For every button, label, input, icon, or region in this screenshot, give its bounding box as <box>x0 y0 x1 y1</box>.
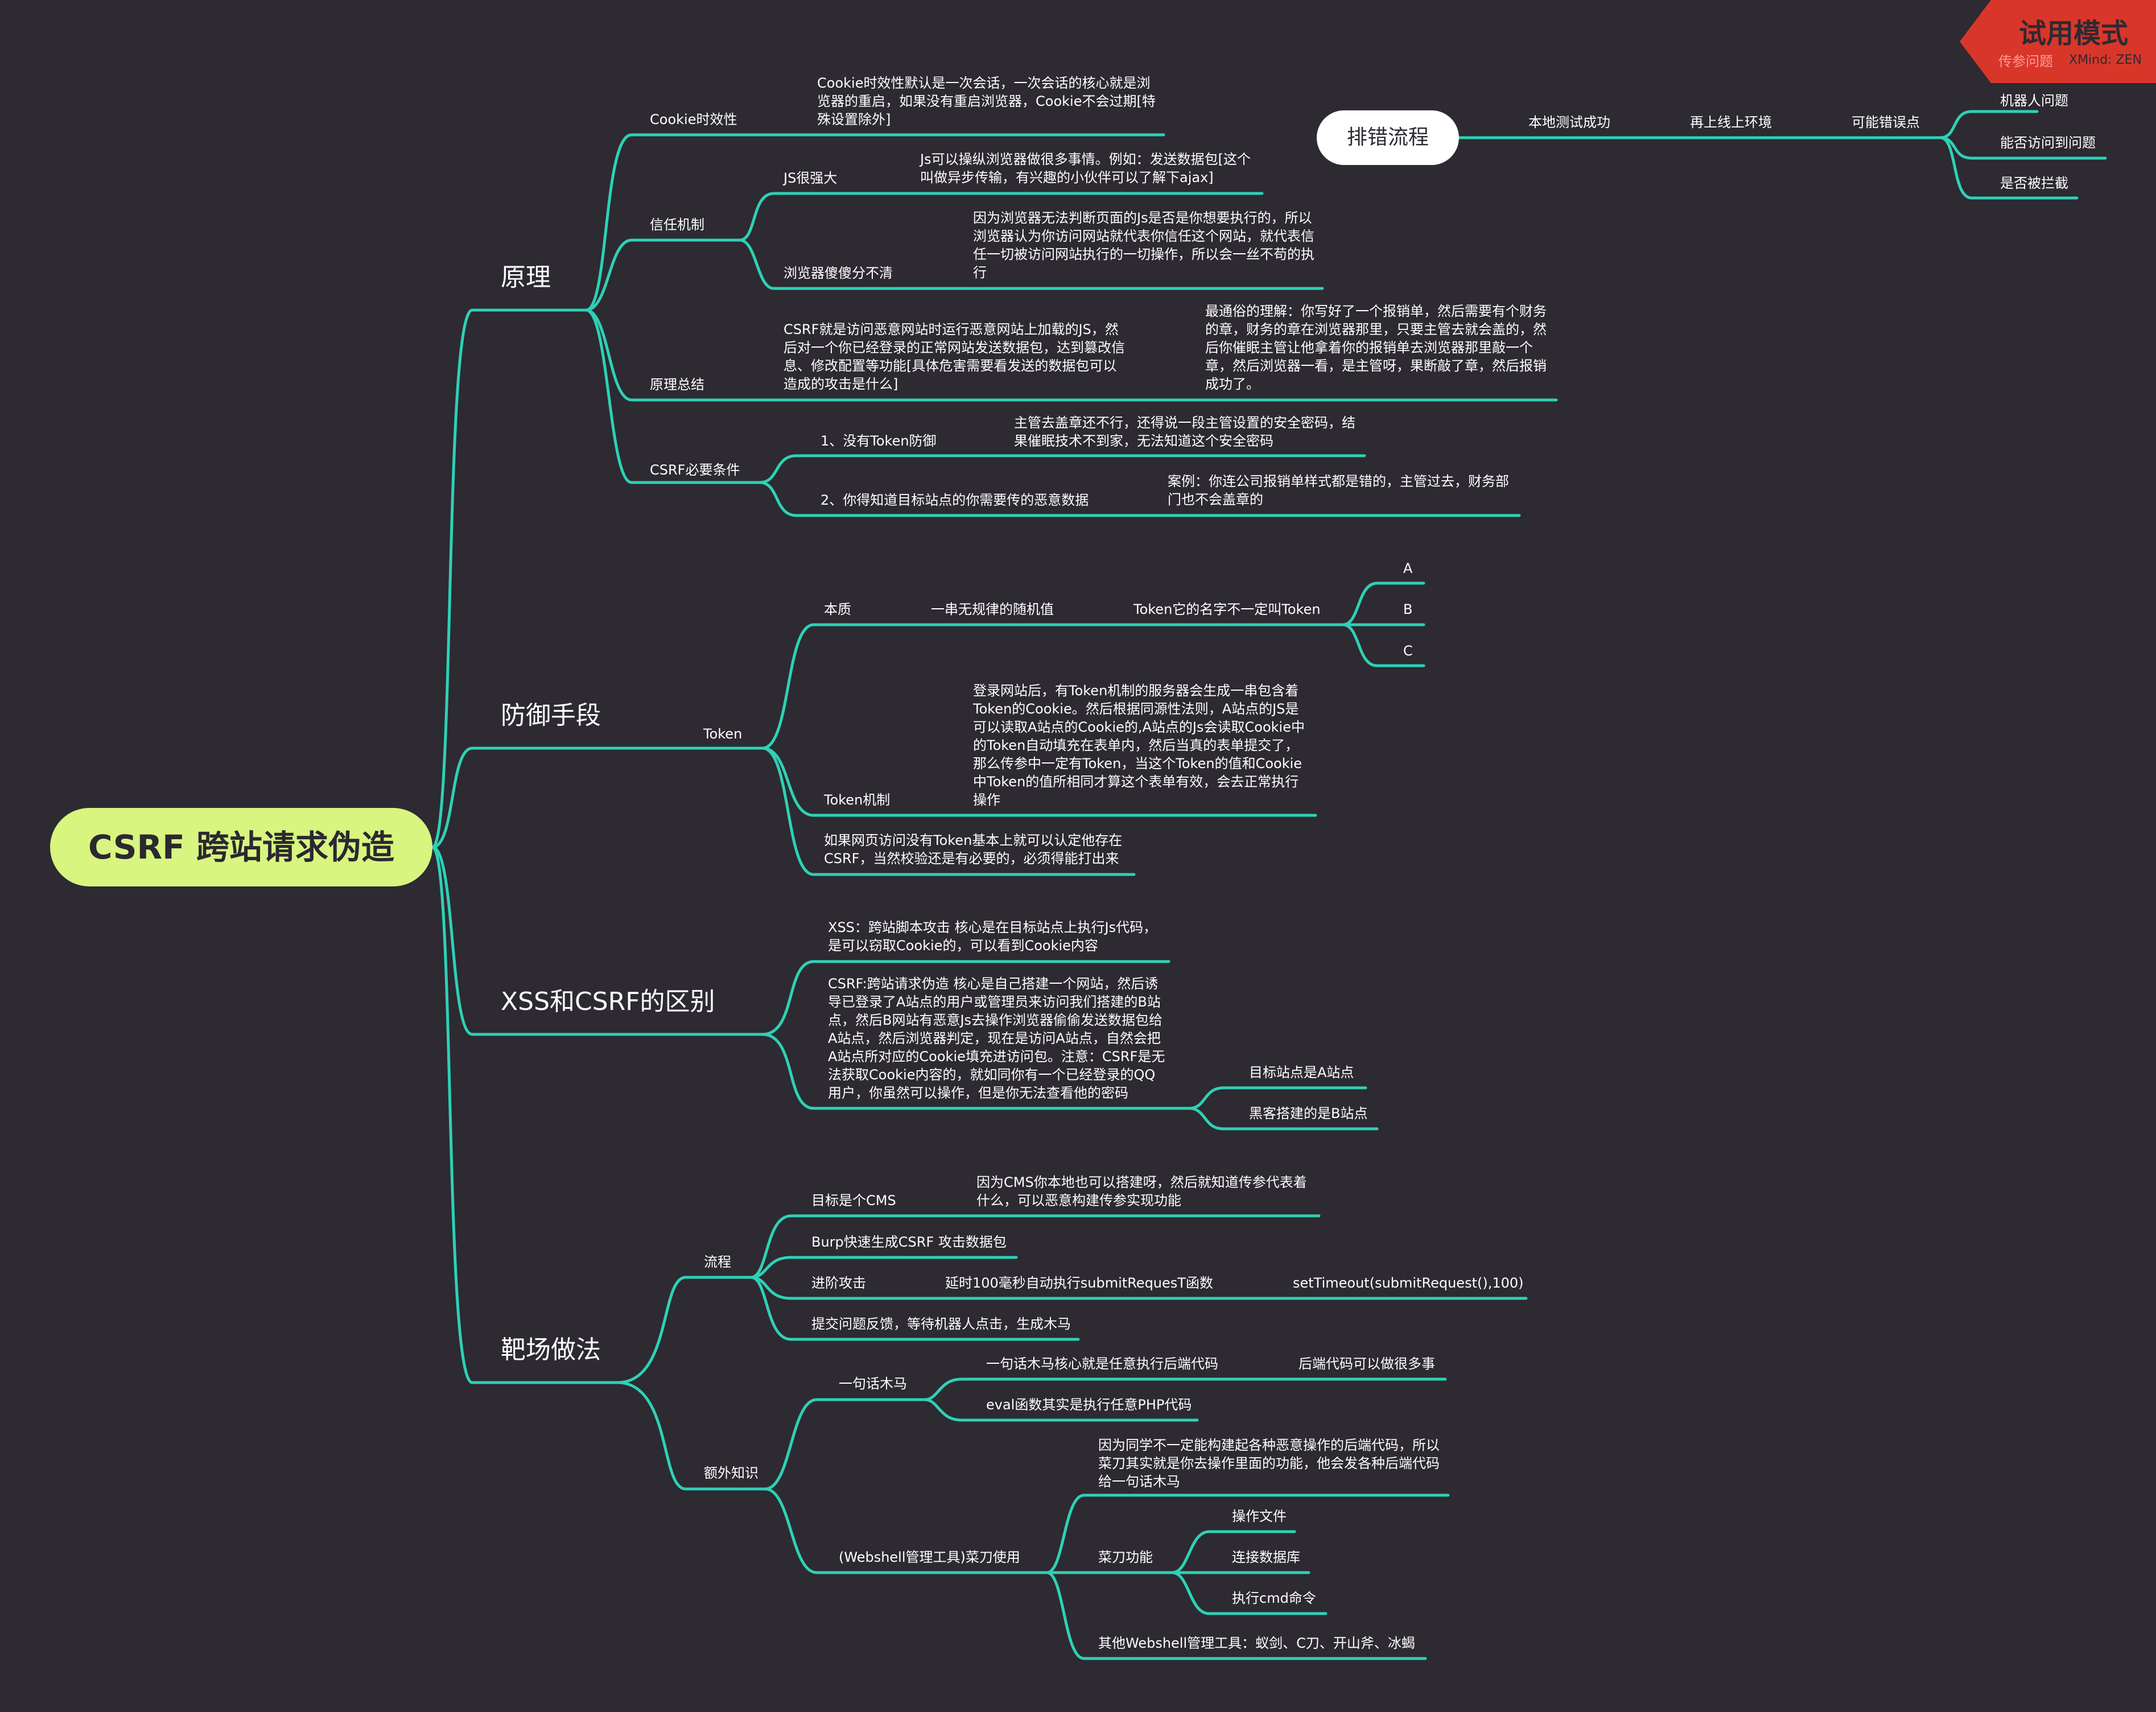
link-root-defense <box>431 746 619 849</box>
topic-xss-vs-csrf[interactable]: XSS和CSRF的区别 <box>501 987 715 1016</box>
leaf-target-a[interactable]: 目标站点是A站点 <box>1249 1065 1354 1080</box>
note-xss[interactable]: XSS：跨站脚本攻击 核心是在目标站点上执行Js代码， 是可以窃取Cookie的… <box>828 919 1157 954</box>
leaf-access[interactable]: 能否访问到问题 <box>2000 135 2096 151</box>
node-random[interactable]: 一串无规律的随机值 <box>931 601 1054 617</box>
node-summary[interactable]: 原理总结 <box>650 377 704 393</box>
note-cms[interactable]: 因为CMS你本地也可以搭建呀，然后就知道传参代表着 什么，可以恶意构建传参实现功… <box>976 1174 1307 1208</box>
node-knife[interactable]: (Webshell管理工具)菜刀使用 <box>839 1549 1020 1565</box>
node-cms[interactable]: 目标是个CMS <box>811 1193 896 1208</box>
leaf-blocked[interactable]: 是否被拦截 <box>2000 175 2068 191</box>
leaf-hacker-b[interactable]: 黑客搭建的是B站点 <box>1249 1105 1368 1121</box>
xmind-brand: XMind: ZEN <box>2069 53 2142 67</box>
note-know-data[interactable]: 案例：你连公司报销单样式都是错的，主管过去，财务部 门也不会盖章的 <box>1168 473 1509 508</box>
node-token[interactable]: Token <box>703 726 743 742</box>
topic-range[interactable]: 靶场做法 <box>501 1335 601 1364</box>
leaf-cmd[interactable]: 执行cmd命令 <box>1232 1590 1316 1606</box>
root-label: CSRF 跨站请求伪造 <box>88 828 394 867</box>
note-no-token-csrf[interactable]: 如果网页访问没有Token基本上就可以认定他存在 CSRF，当然校验还是有必要的… <box>824 832 1123 867</box>
node-token-name[interactable]: Token它的名字不一定叫Token <box>1133 601 1321 617</box>
node-settimeout[interactable]: setTimeout(submitRequest(),100) <box>1293 1275 1524 1291</box>
node-backend-more[interactable]: 后端代码可以做很多事 <box>1298 1356 1435 1372</box>
node-js[interactable]: JS很强大 <box>784 170 838 186</box>
link-root-yuanli <box>431 308 588 849</box>
leaf-robot[interactable]: 机器人问题 <box>2000 93 2068 109</box>
link-root-range <box>431 845 619 1384</box>
trial-mode-label: 试用模式 <box>2019 18 2129 49</box>
node-conditions[interactable]: CSRF必要条件 <box>650 462 740 478</box>
node-local-test[interactable]: 本地测试成功 <box>1528 114 1610 130</box>
node-cookie[interactable]: Cookie时效性 <box>650 112 737 127</box>
note-js[interactable]: Js可以操纵浏览器做很多事情。例如：发送数据包[这个 叫做异步传输，有兴趣的小伙… <box>920 151 1251 185</box>
trial-badge <box>1960 0 2156 83</box>
node-knife-functions[interactable]: 菜刀功能 <box>1098 1549 1153 1565</box>
root-topic[interactable]: CSRF 跨站请求伪造 <box>50 808 432 886</box>
note-csrf[interactable]: CSRF:跨站请求伪造 核心是自己搭建一个网站，然后诱 导已登录了A站点的用户或… <box>828 976 1165 1101</box>
node-know-data[interactable]: 2、你得知道目标站点的你需要传的恶意数据 <box>821 492 1089 508</box>
node-error-points[interactable]: 可能错误点 <box>1852 114 1920 130</box>
node-extra[interactable]: 额外知识 <box>704 1465 758 1481</box>
leaf-db-connect[interactable]: 连接数据库 <box>1232 1549 1300 1565</box>
node-trojan[interactable]: 一句话木马 <box>839 1376 907 1392</box>
node-trust[interactable]: 信任机制 <box>650 217 704 233</box>
node-eval[interactable]: eval函数其实是执行任意PHP代码 <box>986 1397 1192 1413</box>
node-other-webshells[interactable]: 其他Webshell管理工具：蚁剑、C刀、开山斧、冰蝎 <box>1098 1635 1415 1651</box>
topic-yuanli[interactable]: 原理 <box>501 263 551 292</box>
leaf-a[interactable]: A <box>1403 560 1413 576</box>
node-advanced[interactable]: 进阶攻击 <box>811 1275 866 1291</box>
node-go-online[interactable]: 再上线上环境 <box>1690 114 1772 130</box>
leaf-b[interactable]: B <box>1403 601 1413 617</box>
trial-faint-text: 传参问题 <box>1998 53 2053 69</box>
note-summary[interactable]: CSRF就是访问恶意网站时运行恶意网站上加载的JS，然 后对一个你已经登录的正常… <box>784 321 1125 392</box>
note-no-token[interactable]: 主管去盖章还不行，还得说一段主管设置的安全密码，结 果催眠技术不到家，无法知道这… <box>1014 415 1355 449</box>
node-process[interactable]: 流程 <box>704 1254 731 1270</box>
node-trojan-core[interactable]: 一句话木马核心就是任意执行后端代码 <box>986 1356 1218 1372</box>
node-submit[interactable]: 提交问题反馈，等待机器人点击，生成木马 <box>811 1316 1071 1332</box>
note-dumb[interactable]: 因为浏览器无法判断页面的Js是否是你想要执行的，所以 浏览器认为你访问网站就代表… <box>973 210 1314 280</box>
note-token-mechanism[interactable]: 登录网站后，有Token机制的服务器会生成一串包含着 Token的Cookie。… <box>973 683 1305 808</box>
leaf-file-ops[interactable]: 操作文件 <box>1232 1508 1287 1524</box>
note-knife[interactable]: 因为同学不一定能构建起各种恶意操作的后端代码，所以 菜刀其实就是你去操作里面的功… <box>1098 1437 1440 1490</box>
leaf-c[interactable]: C <box>1403 643 1413 659</box>
node-no-token[interactable]: 1、没有Token防御 <box>821 433 937 449</box>
topic-defense[interactable]: 防御手段 <box>501 701 601 730</box>
node-dumb[interactable]: 浏览器傻傻分不清 <box>784 265 893 281</box>
node-token-mechanism[interactable]: Token机制 <box>824 792 891 808</box>
troubleshoot-topic[interactable]: 排错流程 <box>1317 110 1459 165</box>
node-delay[interactable]: 延时100毫秒自动执行submitRequesT函数 <box>945 1275 1213 1291</box>
note-cookie[interactable]: Cookie时效性默认是一次会话，一次会话的核心就是浏 览器的重启，如果没有重启… <box>817 75 1156 127</box>
note-analogy[interactable]: 最通俗的理解：你写好了一个报销单，然后需要有个财务 的章，财务的章在浏览器那里，… <box>1205 303 1547 392</box>
troubleshoot-label: 排错流程 <box>1346 126 1429 149</box>
node-essence[interactable]: 本质 <box>824 601 851 617</box>
node-burp[interactable]: Burp快速生成CSRF 攻击数据包 <box>811 1234 1007 1250</box>
link-root-xss <box>431 845 764 1036</box>
